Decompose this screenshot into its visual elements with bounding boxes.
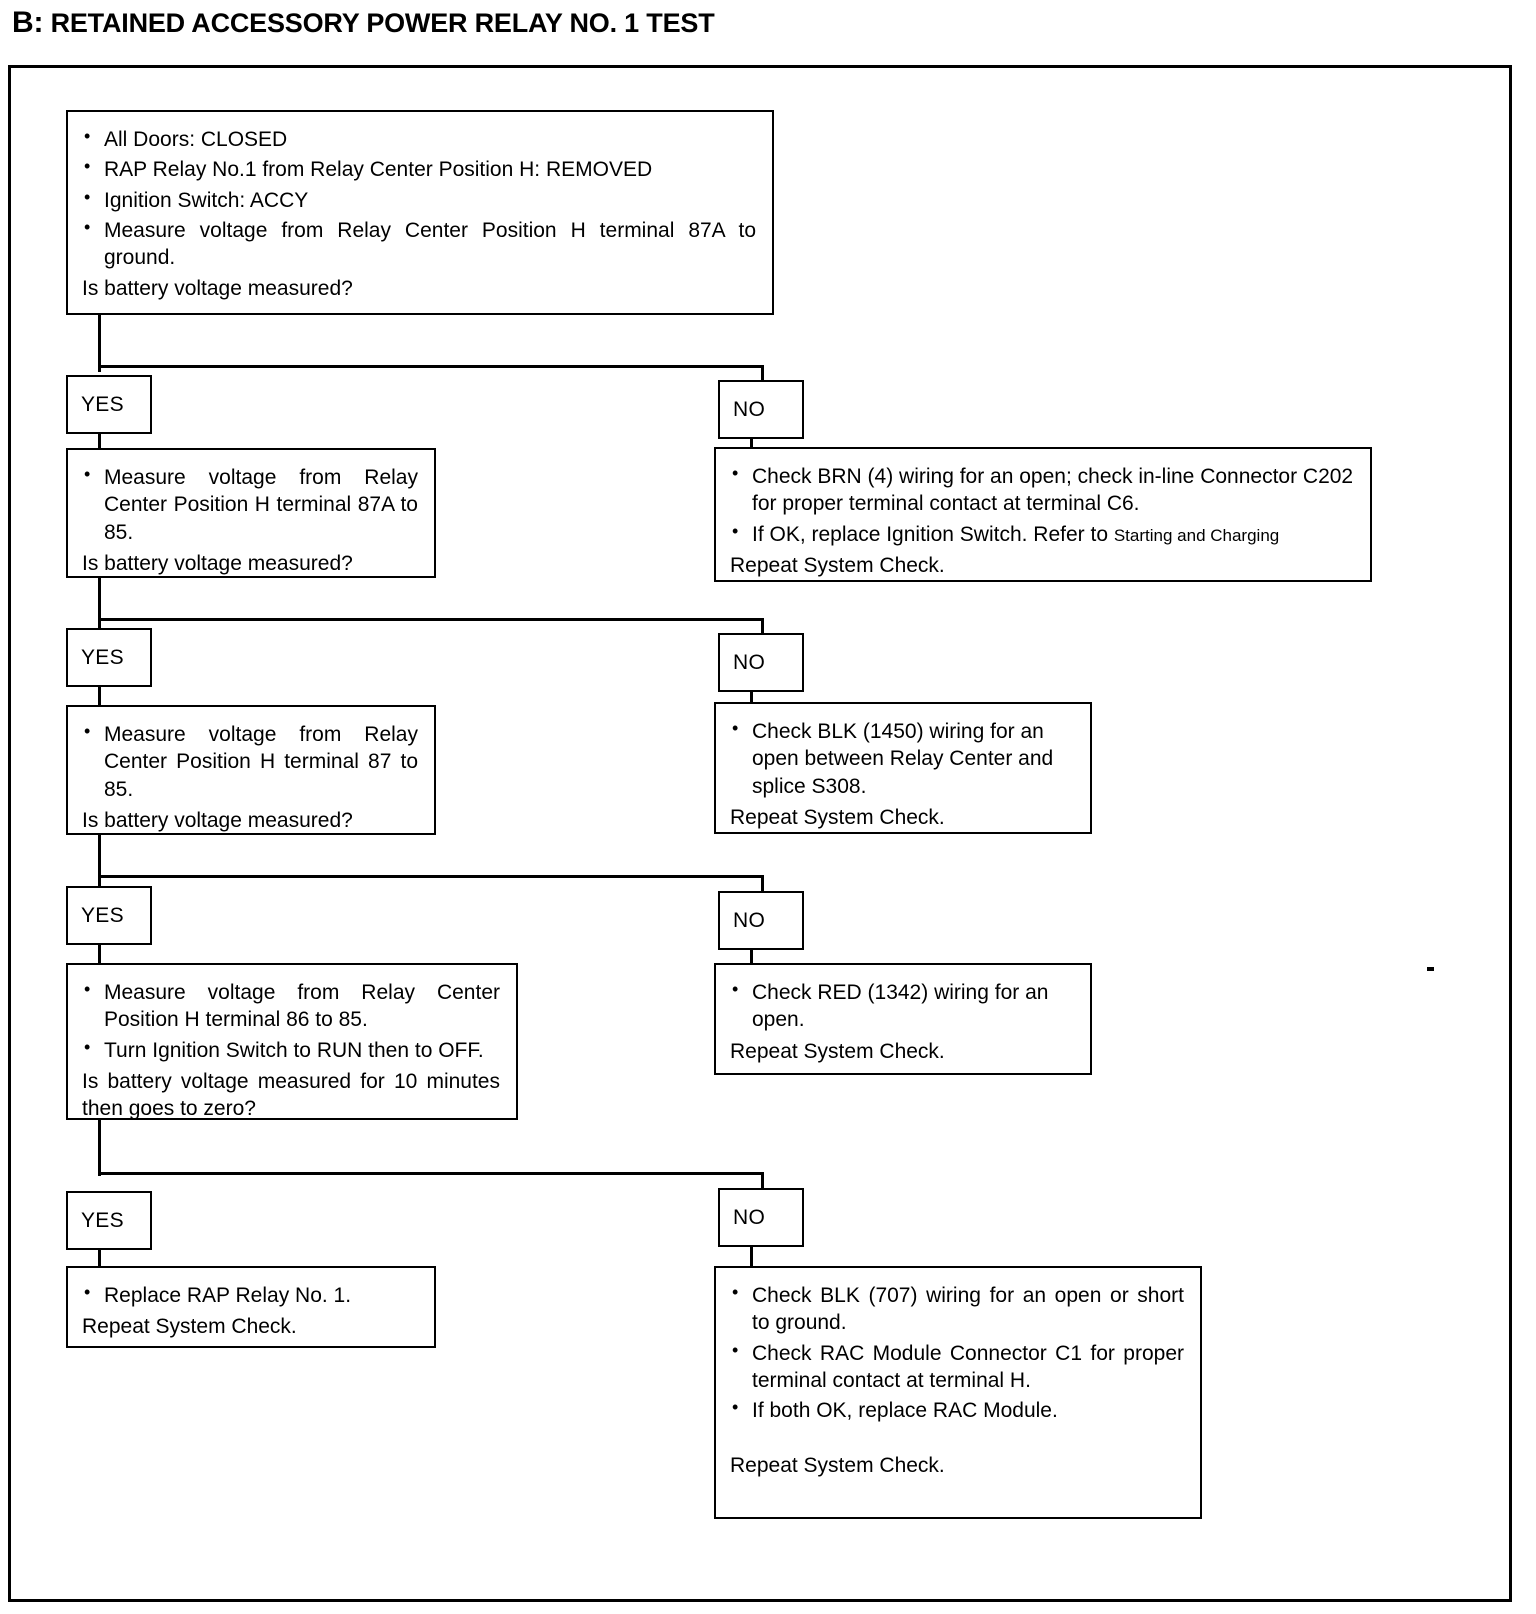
branch-label: YES: [81, 1208, 124, 1232]
branch-no-2[interactable]: NO: [718, 633, 804, 692]
scan-artifact-speck: [1427, 967, 1434, 971]
connector-branch-no-2: [761, 618, 764, 635]
connector-yes3-down: [98, 945, 101, 963]
step4-no-content: Check BLK (707) wiring for an open or sh…: [716, 1268, 1200, 1490]
step2-content: Measure voltage from Relay Center Positi…: [68, 450, 434, 587]
connector-step3-down: [98, 835, 101, 891]
step4-question: Is battery voltage measured for 10 minut…: [82, 1069, 500, 1121]
step2-no-tail: Repeat System Check.: [730, 805, 945, 829]
list-item: Measure voltage from Relay Center Positi…: [82, 216, 756, 272]
branch-no-1[interactable]: NO: [718, 380, 804, 439]
branch-label: NO: [733, 1205, 766, 1229]
connector-no3-down: [750, 950, 753, 965]
connector-branch-bar-3: [98, 875, 764, 878]
step4-content: Measure voltage from Relay Center Positi…: [68, 965, 516, 1132]
list-item-main: If OK, replace Ignition Switch. Refer to: [752, 522, 1108, 546]
step4-yes-bullet-list: Replace RAP Relay No. 1.: [82, 1281, 418, 1309]
branch-no-3[interactable]: NO: [718, 891, 804, 950]
list-item: Measure voltage from Relay Center Positi…: [82, 720, 418, 803]
list-item: If both OK, replace RAC Module.: [730, 1396, 1184, 1424]
page-title-text: RETAINED ACCESSORY POWER RELAY NO. 1 TES…: [50, 8, 715, 38]
branch-no-4[interactable]: NO: [718, 1188, 804, 1247]
step4-yes-content: Replace RAP Relay No. 1. Repeat System C…: [68, 1268, 434, 1351]
step2-question: Is battery voltage measured?: [82, 551, 353, 575]
step1-content: All Doors: CLOSED RAP Relay No.1 from Re…: [68, 112, 772, 313]
connector-yes1-down: [98, 434, 101, 448]
step4-yes-tail: Repeat System Check.: [82, 1315, 297, 1339]
step3-bullet-list: Measure voltage from Relay Center Positi…: [82, 720, 418, 803]
step4-bullet-list: Measure voltage from Relay Center Positi…: [82, 978, 500, 1064]
list-item: Check RED (1342) wiring for an open.: [730, 978, 1074, 1034]
list-item: Ignition Switch: ACCY: [82, 186, 756, 214]
list-item: Check BLK (707) wiring for an open or sh…: [730, 1281, 1184, 1337]
list-item: Check BRN (4) wiring for an open; check …: [730, 462, 1354, 518]
step1-condition-box: All Doors: CLOSED RAP Relay No.1 from Re…: [66, 110, 774, 315]
step1-no-bullet-list: Check BRN (4) wiring for an open; check …: [730, 462, 1354, 548]
branch-yes-1[interactable]: YES: [66, 375, 152, 434]
branch-label: NO: [733, 397, 766, 421]
branch-yes-3[interactable]: YES: [66, 886, 152, 945]
connector-branch-no-3: [761, 875, 764, 892]
step3-no-bullet-list: Check RED (1342) wiring for an open.: [730, 978, 1074, 1034]
step2-condition-box: Measure voltage from Relay Center Positi…: [66, 448, 436, 578]
connector-yes4-down: [98, 1250, 101, 1268]
step3-condition-box: Measure voltage from Relay Center Positi…: [66, 705, 436, 835]
step1-bullet-list: All Doors: CLOSED RAP Relay No.1 from Re…: [82, 125, 756, 272]
list-item: RAP Relay No.1 from Relay Center Positio…: [82, 155, 756, 183]
diagram-frame: [8, 65, 1512, 1602]
connector-no2-down: [750, 692, 753, 704]
list-item: Turn Ignition Switch to RUN then to OFF.: [82, 1036, 500, 1064]
step1-question: Is battery voltage measured?: [82, 277, 353, 301]
list-item: All Doors: CLOSED: [82, 125, 756, 153]
connector-branch-bar-1: [98, 365, 764, 368]
list-item: Check BLK (1450) wiring for an open betw…: [730, 717, 1074, 800]
step3-no-result-box: Check RED (1342) wiring for an open. Rep…: [714, 963, 1092, 1075]
branch-label: NO: [733, 908, 766, 932]
connector-step2-down: [98, 578, 101, 634]
step4-no-result-box: Check BLK (707) wiring for an open or sh…: [714, 1266, 1202, 1519]
step4-condition-box: Measure voltage from Relay Center Positi…: [66, 963, 518, 1120]
reference-text: Starting and Charging: [1113, 525, 1280, 545]
step4-no-tail: Repeat System Check.: [730, 1454, 945, 1478]
branch-label: NO: [733, 650, 766, 674]
list-item: Measure voltage from Relay Center Positi…: [82, 978, 500, 1034]
step3-content: Measure voltage from Relay Center Positi…: [68, 707, 434, 844]
connector-yes2-down: [98, 687, 101, 705]
branch-yes-2[interactable]: YES: [66, 628, 152, 687]
list-item: Replace RAP Relay No. 1.: [82, 1281, 418, 1309]
list-item: Measure voltage from Relay Center Positi…: [82, 463, 418, 546]
branch-label: YES: [81, 903, 124, 927]
step3-question: Is battery voltage measured?: [82, 808, 353, 832]
branch-label: YES: [81, 645, 124, 669]
branch-label: YES: [81, 392, 124, 416]
step1-no-content: Check BRN (4) wiring for an open; check …: [716, 449, 1370, 589]
list-item: If OK, replace Ignition Switch. Refer to…: [730, 520, 1354, 548]
step4-yes-result-box: Replace RAP Relay No. 1. Repeat System C…: [66, 1266, 436, 1348]
page-title: B: RETAINED ACCESSORY POWER RELAY NO. 1 …: [12, 6, 715, 40]
step1-no-result-box: Check BRN (4) wiring for an open; check …: [714, 447, 1372, 582]
step3-no-tail: Repeat System Check.: [730, 1039, 945, 1063]
connector-branch-bar-2: [98, 618, 764, 621]
connector-no4-down: [750, 1247, 753, 1267]
branch-yes-4[interactable]: YES: [66, 1191, 152, 1250]
connector-branch-no-1: [761, 365, 764, 382]
step3-no-content: Check RED (1342) wiring for an open. Rep…: [716, 965, 1090, 1075]
step2-bullet-list: Measure voltage from Relay Center Positi…: [82, 463, 418, 546]
connector-step1-down: [98, 315, 101, 372]
connector-branch-no-4: [761, 1172, 764, 1189]
step1-no-tail: Repeat System Check.: [730, 553, 945, 577]
connector-branch-bar-4: [98, 1172, 764, 1175]
step2-no-bullet-list: Check BLK (1450) wiring for an open betw…: [730, 717, 1074, 800]
connector-no1-down: [750, 439, 753, 449]
connector-step4-down: [98, 1120, 101, 1176]
page-title-prefix: B:: [12, 6, 44, 39]
step2-no-content: Check BLK (1450) wiring for an open betw…: [716, 704, 1090, 841]
step2-no-result-box: Check BLK (1450) wiring for an open betw…: [714, 702, 1092, 834]
list-item: Check RAC Module Connector C1 for proper…: [730, 1339, 1184, 1395]
step4-no-bullet-list: Check BLK (707) wiring for an open or sh…: [730, 1281, 1184, 1424]
